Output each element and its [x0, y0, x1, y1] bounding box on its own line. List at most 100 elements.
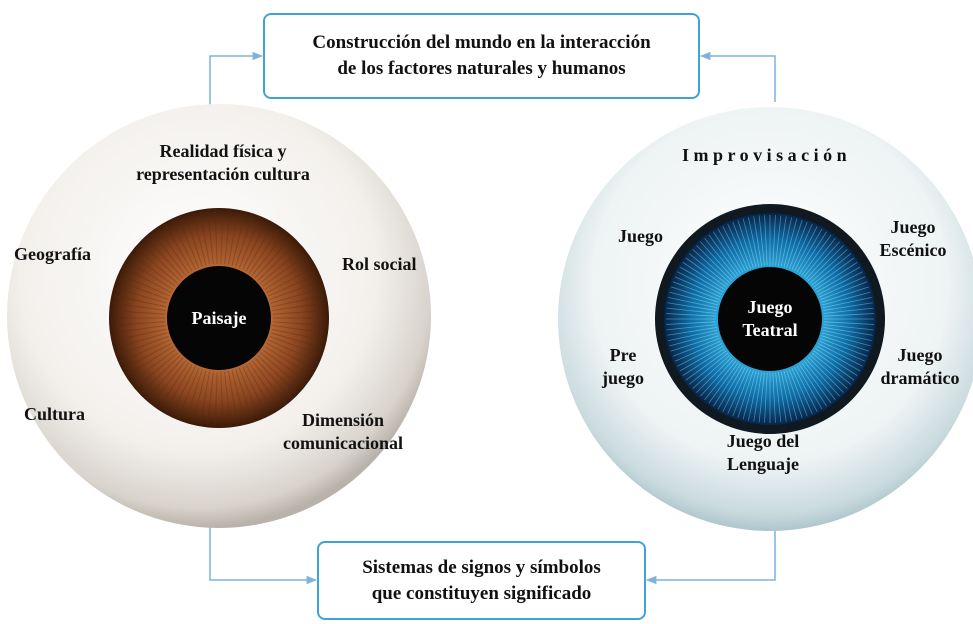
iris-fiber [111, 309, 166, 315]
iris-fiber [821, 286, 870, 303]
iris-fiber [666, 324, 717, 331]
iris-fiber [272, 321, 327, 327]
iris-fiber [816, 345, 861, 372]
iris-fiber [679, 266, 724, 293]
iris-fiber [794, 226, 818, 272]
connector-left-bottom [209, 518, 318, 585]
iris-fiber [708, 362, 739, 404]
top-box-line-2: de los factores naturales y humanos [337, 58, 626, 79]
iris-fiber [245, 364, 274, 412]
iris-fiber [120, 339, 170, 363]
iris-fiber [717, 365, 744, 410]
iris-fiber [742, 371, 757, 420]
iris-fiber [257, 242, 298, 281]
iris-fiber [207, 371, 214, 426]
iris-fiber [722, 366, 746, 412]
iris-fiber [688, 352, 729, 385]
iris-fiber [269, 335, 321, 356]
iris-fiber [185, 215, 203, 267]
pupil-label-line-1: Juego [747, 297, 793, 317]
iris-fiber [783, 371, 798, 420]
iris-fiber [271, 295, 325, 308]
iris-fiber [788, 369, 808, 417]
iris-fiber [146, 237, 184, 279]
iris-fiber [242, 220, 267, 270]
iris-fiber [262, 254, 307, 287]
pupil-label-juego-teatral: Juego Teatral [720, 296, 820, 342]
iris-fiber [111, 321, 166, 327]
iris-fiber [235, 215, 253, 267]
iris-fiber [140, 242, 181, 281]
iris-fiber [192, 213, 207, 266]
iris-fiber [713, 231, 741, 274]
iris-fiber [732, 221, 752, 269]
iris-fiber [207, 210, 214, 265]
top-box: Construcción del mundo en la interacción… [263, 13, 700, 99]
iris-fiber [227, 211, 239, 265]
label-escenico-line-2: Escénico [879, 240, 947, 260]
pupil-label-paisaje: Paisaje [191, 308, 247, 328]
iris-fiber [117, 335, 169, 356]
iris-fiber [220, 210, 224, 265]
iris-fiber [146, 357, 184, 399]
iris-fiber [178, 217, 200, 269]
label-lenguaje-line-1: Juego del [726, 431, 800, 451]
bottom-box-line-1: Sistemas de signos y símbolos [362, 556, 601, 578]
iris-fiber [692, 249, 731, 284]
iris-fiber [251, 360, 286, 404]
iris-fiber [158, 228, 190, 274]
iris-fiber [113, 328, 167, 341]
bottom-box: Sistemas de signos y símbolos que consti… [317, 541, 646, 620]
connectors [209, 51, 776, 585]
iris-fiber [272, 309, 327, 315]
iris-fiber [672, 337, 720, 357]
iris-fiber [131, 349, 176, 382]
label-realidad-line-1: Realidad física y [159, 141, 287, 161]
iris-fiber [268, 273, 318, 297]
label-dimension-line-2: comunicacional [283, 433, 403, 453]
iris-fiber [111, 325, 166, 334]
iris-fiber [813, 257, 855, 288]
iris-fiber [113, 295, 167, 308]
iris-fiber [214, 210, 218, 265]
iris-fiber [668, 296, 718, 309]
iris-fiber [666, 321, 717, 325]
iris-fiber [816, 266, 861, 293]
iris-fiber [815, 262, 858, 290]
iris-fiber [794, 366, 818, 412]
iris-fiber [788, 221, 808, 269]
iris-fiber [672, 281, 720, 301]
iris-fiber [171, 220, 196, 270]
iris-fiber [801, 234, 832, 276]
iris-fiber [820, 281, 868, 301]
iris-fiber [822, 332, 871, 347]
iris-fiber [823, 313, 874, 317]
iris-fiber [742, 218, 757, 267]
connector-right-bottom [645, 528, 776, 585]
label-pre-line-1: Pre [609, 345, 637, 365]
iris-fiber [677, 343, 723, 367]
iris-fiber [747, 371, 760, 421]
iris-fiber [819, 340, 866, 362]
iris-fiber [803, 237, 836, 278]
iris-fiber [791, 368, 813, 415]
iris-fiber [272, 325, 327, 334]
label-juego: Juego [618, 226, 663, 246]
iris-fiber [264, 346, 311, 376]
iris-fiber [764, 372, 768, 423]
iris-fiber [817, 343, 863, 367]
iris-fiber [823, 324, 874, 331]
label-juego-del-lenguaje: Juego del Lenguaje [708, 430, 818, 476]
iris-fiber [270, 287, 323, 304]
iris-fiber [269, 280, 321, 301]
iris-fiber [120, 273, 170, 297]
iris-fiber [775, 372, 782, 423]
iris-fiber [796, 365, 823, 410]
iris-fiber [670, 335, 719, 352]
iris-fiber [123, 266, 172, 294]
iris-fiber [171, 366, 196, 416]
iris-fiber [713, 364, 741, 407]
iris-fiber [809, 249, 848, 284]
iris-fiber [772, 372, 776, 423]
iris-fiber [231, 213, 246, 266]
